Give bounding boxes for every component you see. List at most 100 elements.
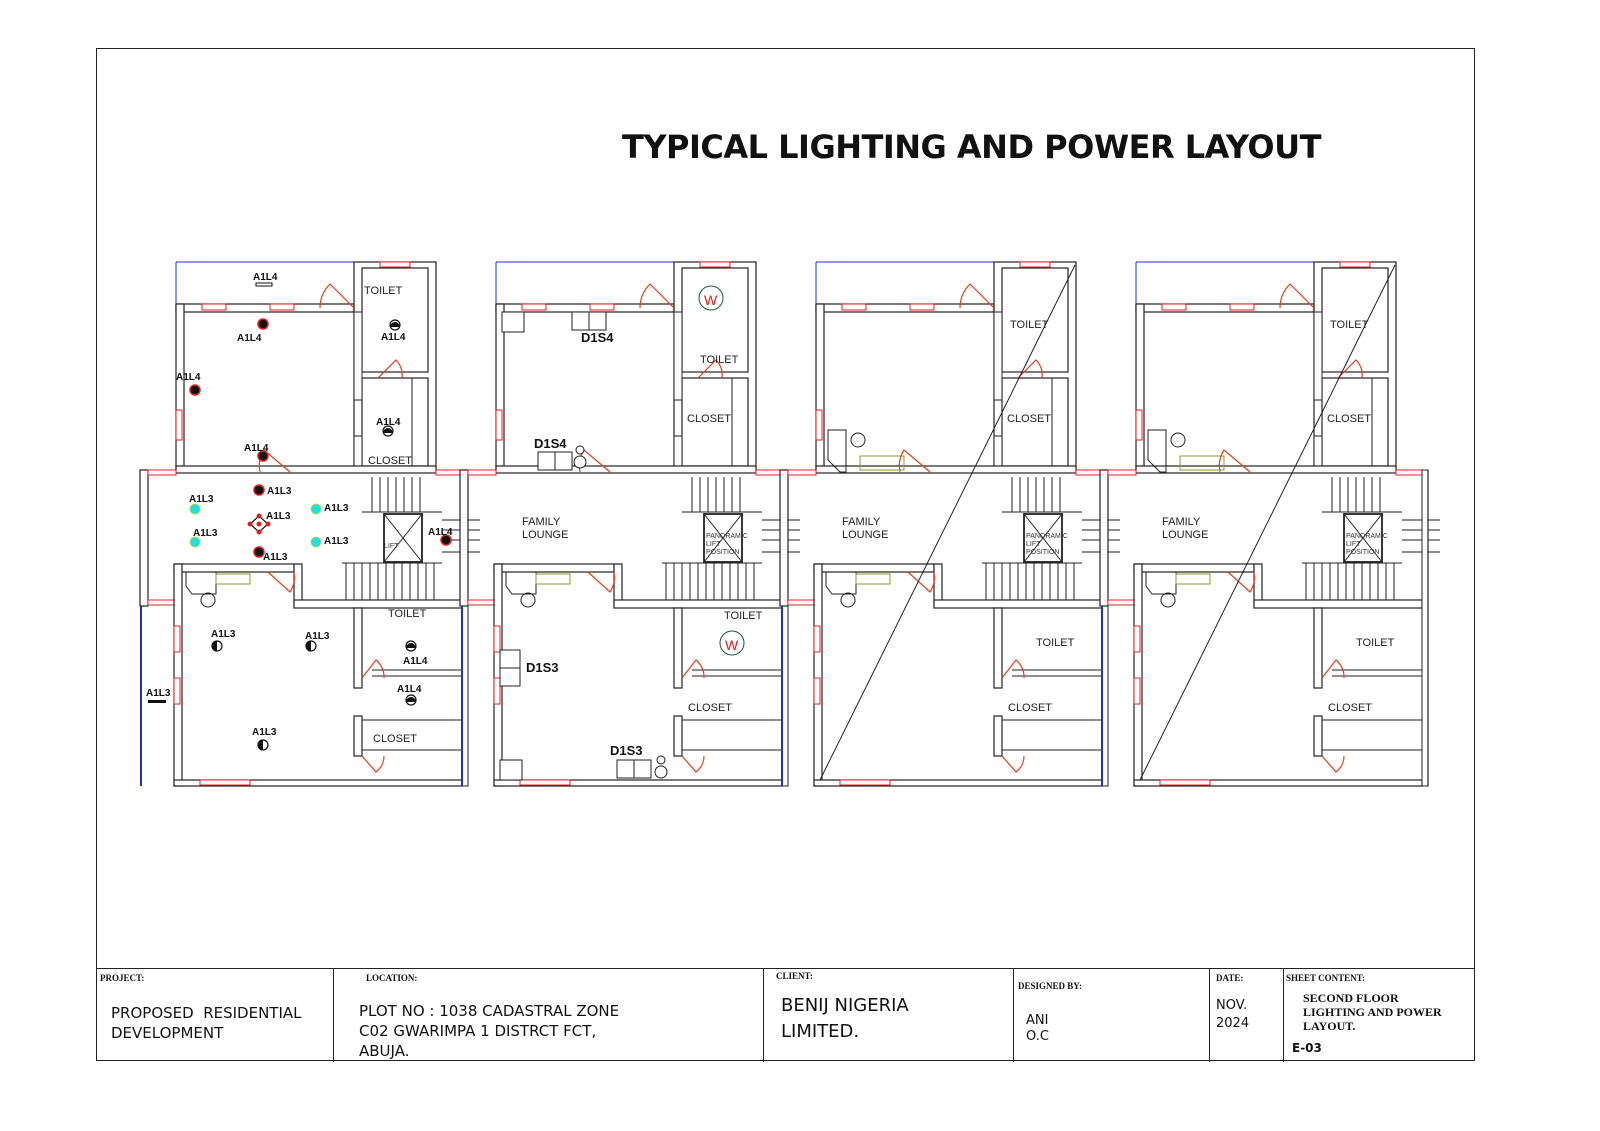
location-label: LOCATION:	[366, 973, 418, 983]
fixture-tag: A1L4	[376, 417, 401, 428]
room-label-toilet: TOILET	[700, 354, 739, 366]
fixture-tag: A1L4	[397, 684, 422, 695]
fixture-tag: A1L3	[252, 727, 277, 738]
downlight-icon	[189, 536, 201, 548]
client-cell: CLIENT: BENIJ NIGERIA LIMITED.	[764, 969, 1014, 1062]
room-label-closet: CLOSET	[1328, 702, 1372, 714]
fixture-tag: A1L3	[189, 494, 214, 505]
socket-tag: D1S3	[526, 660, 559, 675]
fixture-tag: A1L4	[237, 333, 262, 344]
designed-by-value: ANI O.C	[1026, 1013, 1049, 1044]
title-block: PROJECT: PROPOSED RESIDENTIAL DEVELOPMEN…	[96, 968, 1475, 1062]
half-moon-light-icon	[257, 739, 269, 751]
room-label-lift: LIFT	[384, 543, 399, 550]
designed-by-label: DESIGNED BY:	[1018, 981, 1082, 991]
heater-icon: W	[698, 285, 724, 311]
fixture-tag: A1L3	[324, 536, 349, 547]
project-label: PROJECT:	[100, 973, 145, 983]
room-label-closet: CLOSET	[687, 413, 731, 425]
half-moon-light-icon	[305, 640, 317, 652]
date-cell: DATE: NOV. 2024	[1210, 969, 1284, 1062]
ceiling-light-icon	[189, 384, 201, 396]
svg-text:W: W	[725, 637, 739, 653]
chandelier-icon	[247, 513, 271, 535]
client-label: CLIENT:	[776, 971, 813, 981]
typical-diagonal	[819, 264, 1076, 781]
svg-text:W: W	[704, 292, 718, 308]
fixture-tag: A1L4	[253, 272, 278, 283]
unit-1-plan	[139, 261, 481, 787]
designed-by-cell: DESIGNED BY: ANI O.C	[1014, 969, 1210, 1062]
drawing-title: TYPICAL LIGHTING AND POWER LAYOUT	[622, 128, 1321, 166]
fixture-tag: A1L3	[305, 631, 330, 642]
sheet-number: E-03	[1292, 1041, 1322, 1055]
room-label-closet: CLOSET	[1007, 413, 1051, 425]
location-cell: LOCATION: PLOT NO : 1038 CADASTRAL ZONE …	[334, 969, 764, 1062]
fixture-tag: A1L4	[176, 372, 201, 383]
unit-3-plan	[779, 261, 1121, 787]
unit-4-plan	[1099, 261, 1441, 787]
drawing-sheet-border	[96, 48, 1475, 1061]
cooker-socket-icon	[501, 311, 525, 333]
client-value: BENIJ NIGERIA LIMITED.	[781, 995, 909, 1042]
room-label-toilet: TOILET	[724, 610, 763, 622]
downlight-icon	[310, 503, 322, 515]
cooker-socket-icon	[499, 759, 523, 781]
fixture-tag: A1L4	[381, 332, 406, 343]
room-label-toilet: TOILET	[1010, 319, 1049, 331]
fixture-tag: A1L3	[324, 503, 349, 514]
fixture-tag: A1L3	[211, 629, 236, 640]
fixture-tag: A1L3	[146, 688, 171, 699]
wall-bracket-icon	[255, 282, 273, 287]
sheet-content-label: SHEET CONTENT:	[1286, 973, 1365, 983]
project-value: PROPOSED RESIDENTIAL DEVELOPMENT	[111, 1004, 302, 1042]
heater-icon: W	[719, 630, 745, 656]
typical-diagonal	[1139, 264, 1396, 781]
ceiling-light-icon	[253, 546, 265, 558]
ceiling-light-icon	[440, 534, 452, 546]
ceiling-light-icon	[257, 450, 269, 462]
room-label-toilet: TOILET	[388, 608, 427, 620]
room-label-closet: CLOSET	[688, 702, 732, 714]
project-cell: PROJECT: PROPOSED RESIDENTIAL DEVELOPMEN…	[96, 969, 334, 1062]
fixture-tag: A1L4	[403, 656, 428, 667]
sheet-content-cell: SHEET CONTENT: SECOND FLOOR LIGHTING AND…	[1284, 969, 1475, 1062]
date-label: DATE:	[1216, 973, 1244, 983]
wall-bracket-icon	[148, 700, 166, 703]
room-label-closet: CLOSET	[368, 455, 412, 467]
location-value: PLOT NO : 1038 CADASTRAL ZONE C02 GWARIM…	[359, 1002, 620, 1060]
date-value: NOV. 2024	[1216, 998, 1250, 1031]
room-label-toilet: TOILET	[1330, 319, 1369, 331]
room-label-closet: CLOSET	[373, 733, 417, 745]
room-label-closet: CLOSET	[1008, 702, 1052, 714]
socket-tag: D1S4	[581, 330, 614, 345]
desk-furniture	[827, 429, 1225, 473]
downlight-icon	[189, 503, 201, 515]
downlight-icon	[310, 536, 322, 548]
unit-2-plan	[459, 261, 801, 787]
fixtures-unit-1: A1L4 A1L4 A1L4 A1L4 A1L4 A1L4 A1L3 A1L3 …	[146, 272, 453, 751]
room-label-toilet: TOILET	[1036, 637, 1075, 649]
room-label-toilet: TOILET	[1356, 637, 1395, 649]
sheet-content-value: SECOND FLOOR LIGHTING AND POWER LAYOUT.	[1303, 991, 1442, 1033]
room-label-closet: CLOSET	[1327, 413, 1371, 425]
fixture-tag: A1L4	[244, 443, 269, 454]
ceiling-light-icon	[257, 318, 269, 330]
fixture-tag: A1L3	[266, 511, 291, 522]
fixture-tag: A1L4	[428, 527, 453, 538]
room-label-toilet: TOILET	[364, 285, 403, 297]
fixture-tag: A1L3	[193, 528, 218, 539]
socket-tag: D1S3	[610, 743, 643, 758]
ceiling-light-icon	[253, 484, 265, 496]
fixture-tag: A1L3	[267, 486, 292, 497]
half-moon-light-icon	[211, 640, 223, 652]
fixture-tag: A1L3	[263, 552, 288, 563]
power-sockets-unit-2: D1S4 D1S4 D1S3 D1S3	[499, 311, 668, 781]
